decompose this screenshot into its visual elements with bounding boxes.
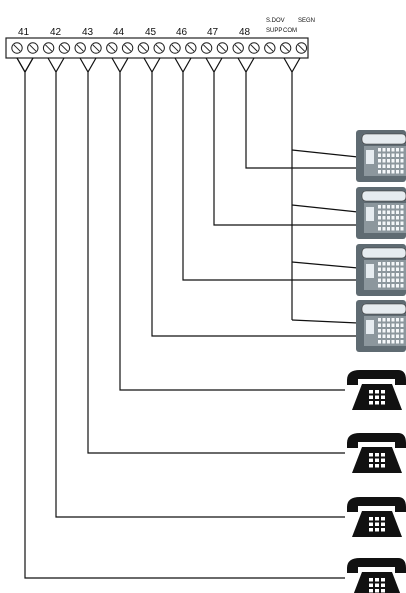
port-label-43: 43 — [82, 27, 94, 38]
screw-icon — [74, 42, 86, 54]
screw-icon — [200, 42, 213, 54]
screw-icon — [279, 42, 292, 54]
screw-icon — [106, 42, 118, 54]
port-label-46: 46 — [176, 27, 188, 38]
wire-46-lead — [174, 57, 358, 281]
port-label-45: 45 — [145, 27, 157, 38]
aux-label-sdov: S.DOV — [266, 18, 285, 24]
wire-44-lead — [111, 57, 345, 391]
analog-phone-icon — [347, 370, 406, 410]
port-label-47: 47 — [207, 27, 219, 38]
wire-com-bus — [283, 57, 301, 320]
aux-labels: S.DOV SUPP COM SEGN — [266, 18, 315, 34]
screw-icon — [121, 42, 134, 54]
analog-phone-icon — [347, 497, 406, 537]
wire-45-lead — [143, 57, 358, 337]
wire-41-lead — [16, 57, 345, 579]
port-labels: 41 42 43 44 45 46 47 48 — [18, 27, 251, 38]
terminal-screws — [11, 42, 308, 54]
port-label-42: 42 — [50, 27, 62, 38]
wire-47-lead — [205, 57, 358, 226]
wiring — [16, 57, 359, 579]
port-label-41: 41 — [18, 27, 30, 38]
analog-phone-icon — [347, 558, 406, 593]
screw-icon — [137, 42, 150, 54]
screw-icon — [232, 42, 244, 54]
screw-icon — [248, 42, 260, 54]
wire-42-lead — [47, 57, 345, 518]
screw-icon — [58, 42, 71, 54]
screw-icon — [264, 42, 276, 54]
port-label-44: 44 — [113, 27, 125, 38]
wire-48-lead — [237, 57, 358, 169]
screw-icon — [185, 42, 197, 54]
screw-icon — [153, 42, 165, 54]
screw-icon — [27, 42, 39, 54]
system-phones — [356, 130, 406, 352]
wire-41 — [16, 57, 34, 74]
system-phone-icon — [356, 244, 406, 296]
screw-icon — [169, 42, 181, 54]
analog-phones — [347, 370, 406, 593]
aux-label-com: COM — [283, 28, 297, 34]
wire-com-taps — [291, 149, 359, 324]
aux-label-segn: SEGN — [298, 18, 315, 24]
wire-43-lead — [79, 57, 345, 454]
screw-icon — [11, 42, 23, 54]
system-phone-icon — [356, 187, 406, 239]
screw-icon — [42, 42, 55, 54]
system-phone-icon — [356, 130, 406, 182]
screw-icon — [90, 42, 102, 54]
analog-phone-icon — [347, 433, 406, 473]
port-label-48: 48 — [239, 27, 251, 38]
screw-icon — [295, 42, 308, 54]
screw-icon — [216, 42, 229, 54]
system-phone-icon — [356, 300, 406, 352]
aux-label-supp: SUPP — [266, 28, 282, 34]
